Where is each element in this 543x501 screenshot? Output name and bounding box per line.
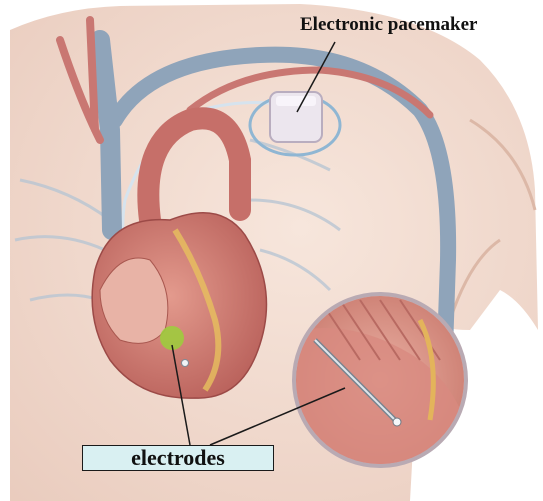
inset-electrode-tip (393, 418, 401, 426)
pacemaker-header (276, 96, 316, 106)
electrodes-label: electrodes (82, 445, 274, 471)
pacemaker-label: Electronic pacemaker (300, 14, 477, 36)
electrode-tip (182, 360, 189, 367)
